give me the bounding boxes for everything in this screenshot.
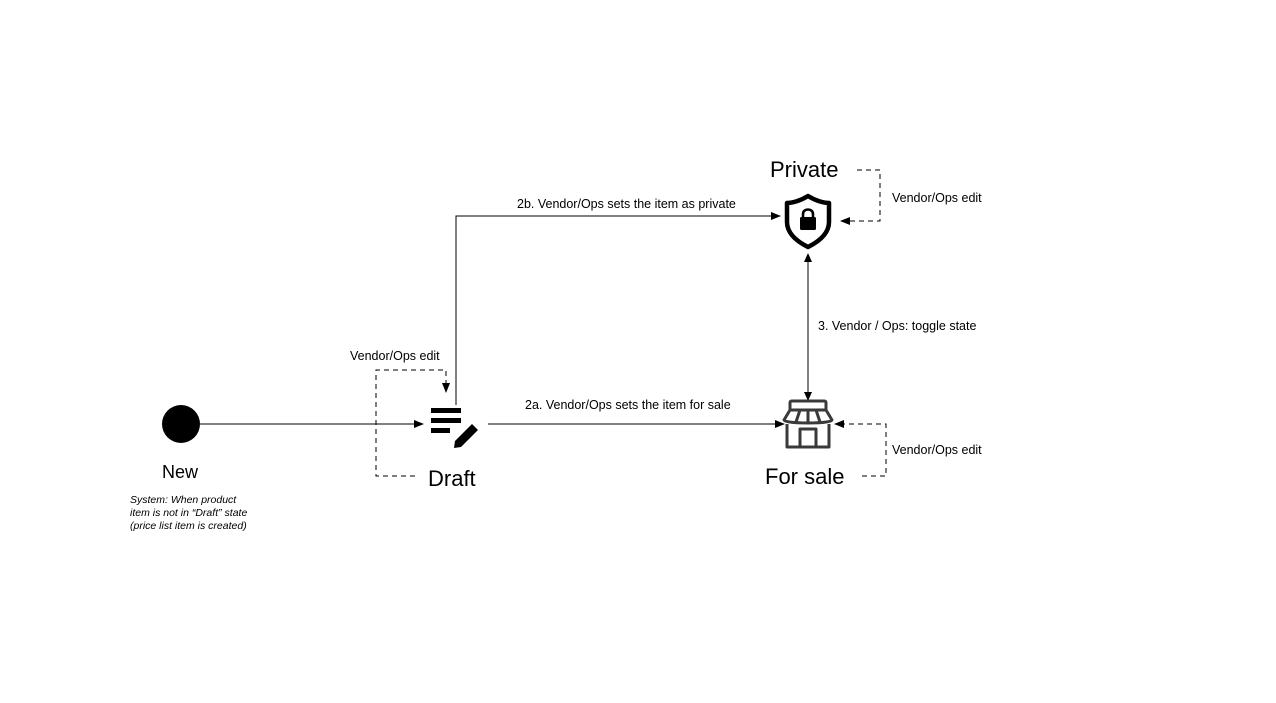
new-state-node[interactable] [162,405,200,443]
for-sale-state-label: For sale [765,464,845,489]
draft-self-loop-label: Vendor/Ops edit [350,349,440,363]
new-state-note: System: When product item is not in “Dra… [130,494,248,532]
arrowhead-down [804,392,812,401]
for-sale-self-loop-label: Vendor/Ops edit [892,443,982,457]
private-self-loop-label: Vendor/Ops edit [892,191,982,205]
edge-for-sale-self-loop [834,420,887,477]
toggle-label: 3. Vendor / Ops: toggle state [818,319,977,333]
new-state-label: New [162,462,199,482]
draft-state-label: Draft [428,466,476,491]
private-state-label: Private [770,157,839,182]
draft-to-private-label: 2b. Vendor/Ops sets the item as private [517,197,736,211]
edge-draft-self-loop [375,369,450,477]
edge-private-self-loop [840,169,881,225]
draft-to-for-sale-label: 2a. Vendor/Ops sets the item for sale [525,398,731,412]
arrowhead-up [804,253,812,262]
shield-lock-icon[interactable] [784,193,832,250]
storefront-icon[interactable] [782,399,834,449]
edge-draft-to-private [455,212,781,405]
draft-edit-icon[interactable] [431,408,478,448]
